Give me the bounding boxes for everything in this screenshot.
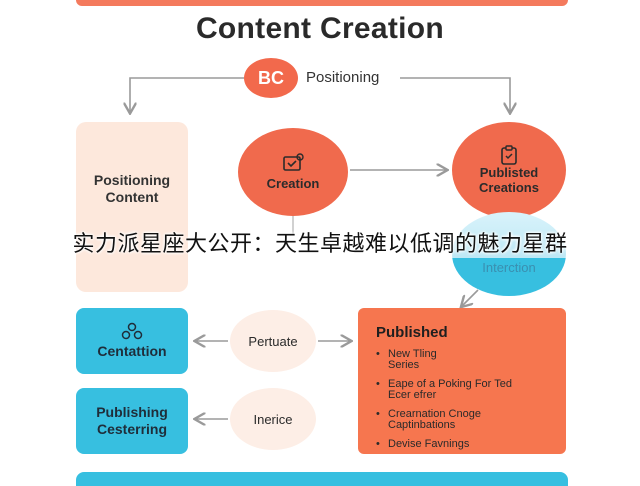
publishing-label-2: Cesterring bbox=[96, 421, 168, 437]
centattion-label: Centattion bbox=[97, 343, 167, 359]
list-item: Devise Favnings bbox=[376, 439, 566, 451]
diagram-title: Content Creation bbox=[195, 12, 445, 45]
arrow-top-right bbox=[400, 77, 510, 112]
top-accent-bar bbox=[76, 0, 568, 6]
published-creations-label-2: Creations bbox=[479, 180, 539, 195]
bc-badge: BC bbox=[244, 58, 298, 98]
list-item: Eape of a Poking For Ted Ecer efrer bbox=[376, 379, 566, 401]
pertuate-node: Pertuate bbox=[230, 310, 316, 372]
publishing-label-1: Publishing bbox=[96, 404, 168, 420]
clipboard-check-icon bbox=[283, 153, 304, 171]
interaction-node: Interction bbox=[452, 212, 566, 296]
arrow-interaction-published bbox=[462, 289, 479, 306]
list-item: New Tling Series bbox=[376, 349, 566, 371]
list-item: Crearnation Cnoge Captinbations bbox=[376, 409, 566, 431]
inerice-node: Inerice bbox=[230, 388, 316, 450]
positioning-content-card bbox=[76, 122, 188, 292]
published-heading: Published bbox=[376, 324, 448, 341]
overlay-caption: 实力派星座大公开：天生卓越难以低调的魅力星群 bbox=[72, 232, 568, 257]
published-creations-node: Publisted Creations bbox=[452, 122, 566, 218]
arrow-top-left bbox=[130, 77, 244, 112]
inerice-label: Inerice bbox=[253, 411, 293, 427]
interaction-label: Interction bbox=[482, 259, 536, 275]
bottom-accent-bar bbox=[76, 472, 568, 486]
creation-label: Creation bbox=[266, 176, 320, 191]
positioning-content-label: Positioning Content bbox=[93, 172, 171, 205]
published-list: New Tling Series Eape of a Poking For Te… bbox=[376, 349, 566, 451]
creation-node: Creation bbox=[238, 128, 348, 216]
published-list-box: Published New Tling Series Eape of a Pok… bbox=[358, 308, 566, 454]
network-nodes-icon bbox=[121, 322, 143, 340]
pertuate-label: Pertuate bbox=[248, 333, 298, 349]
clipboard-icon bbox=[501, 145, 517, 165]
published-creations-label-1: Publisted bbox=[479, 165, 539, 180]
positioning-label: Positioning bbox=[306, 69, 380, 86]
publishing-box: Publishing Cesterring bbox=[76, 388, 188, 454]
centattion-box: Centattion bbox=[76, 308, 188, 374]
